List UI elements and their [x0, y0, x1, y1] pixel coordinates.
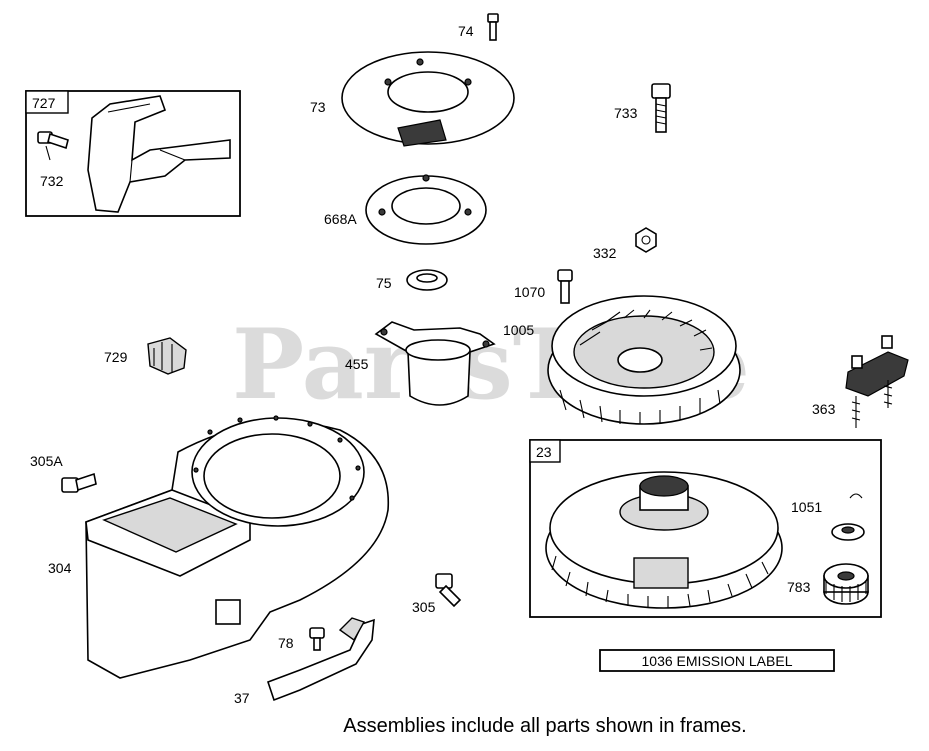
label-305: 305	[412, 599, 436, 615]
part-732-screw[interactable]	[37, 131, 69, 161]
part-78-screw[interactable]	[309, 627, 325, 651]
part-668A-ring[interactable]	[365, 174, 487, 245]
label-332: 332	[593, 245, 617, 261]
part-74-screw[interactable]	[487, 13, 499, 41]
part-332-nut[interactable]	[635, 227, 657, 253]
label-363: 363	[812, 401, 836, 417]
label-729: 729	[104, 349, 128, 365]
part-304-housing[interactable]	[85, 415, 390, 679]
part-73-screen[interactable]	[341, 51, 515, 147]
part-363-bracket[interactable]	[845, 335, 909, 428]
label-74: 74	[458, 23, 474, 39]
part-37-guide[interactable]	[266, 617, 375, 702]
footer-note: Assemblies include all parts shown in fr…	[343, 715, 747, 737]
frame-23: 23	[529, 439, 882, 618]
part-783-gear[interactable]	[823, 563, 869, 605]
label-733: 733	[614, 105, 638, 121]
label-78: 78	[278, 635, 294, 651]
label-37: 37	[234, 690, 250, 706]
frame-727-tag: 727	[32, 95, 56, 111]
part-733-bolt[interactable]	[651, 83, 671, 133]
part-75-washer[interactable]	[406, 269, 448, 291]
part-455-cup[interactable]	[374, 321, 496, 406]
emission-label-box: 1036 EMISSION LABEL	[599, 649, 835, 672]
frame-23-tag: 23	[536, 444, 552, 460]
label-455: 455	[345, 356, 369, 372]
label-1005: 1005	[503, 322, 534, 338]
part-1005-fan[interactable]	[547, 295, 741, 425]
part-305A-screw[interactable]	[61, 472, 97, 493]
label-75: 75	[376, 275, 392, 291]
part-729-grommet[interactable]	[147, 337, 187, 375]
label-305A: 305A	[30, 453, 63, 469]
part-1070-bolt[interactable]	[557, 269, 573, 304]
label-1070: 1070	[514, 284, 545, 300]
part-1051-key-washer[interactable]	[831, 493, 865, 541]
label-1051: 1051	[791, 499, 822, 515]
label-304: 304	[48, 560, 72, 576]
label-73: 73	[310, 99, 326, 115]
emission-label-text: 1036 EMISSION LABEL	[642, 653, 793, 669]
part-305-screw[interactable]	[435, 573, 462, 608]
label-668A: 668A	[324, 211, 357, 227]
frame-727: 727	[25, 90, 241, 217]
label-732: 732	[40, 173, 64, 189]
part-727-shroud[interactable]	[87, 95, 231, 213]
label-783: 783	[787, 579, 811, 595]
part-23-flywheel[interactable]	[545, 471, 783, 609]
